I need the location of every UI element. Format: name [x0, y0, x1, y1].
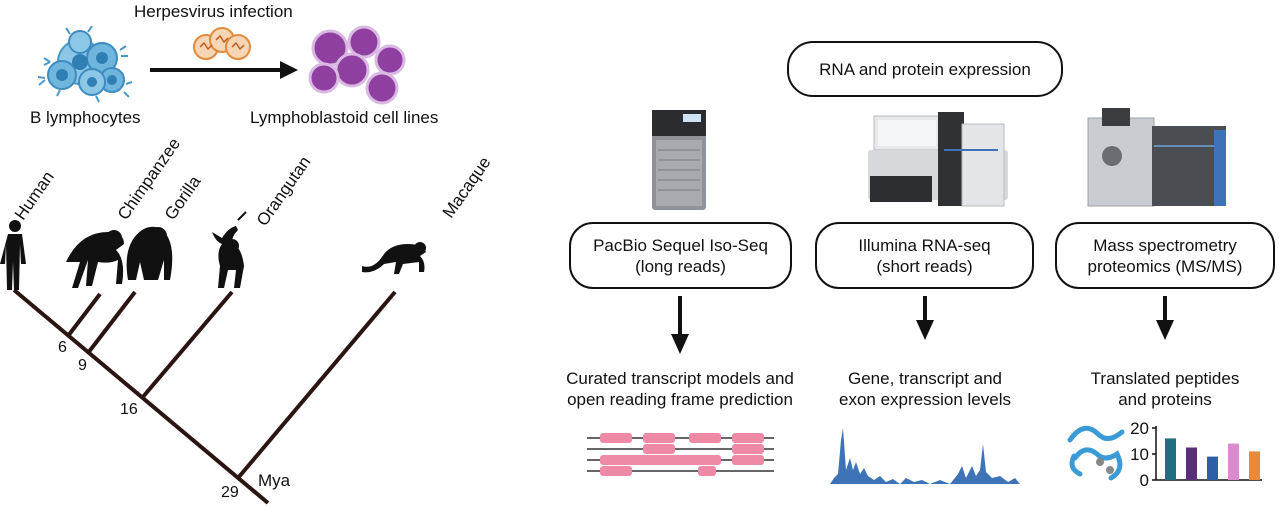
method-rnaseq-line2: (short reads)	[876, 256, 973, 276]
protein-structure-icon	[1067, 425, 1125, 481]
method-msms-line2: proteomics (MS/MS)	[1087, 256, 1243, 276]
phylogenetic-tree	[12, 288, 397, 505]
bar-4	[1228, 443, 1239, 480]
method-box-rnaseq: Illumina RNA-seq (short reads)	[815, 222, 1034, 289]
lymphoblastoid-cells-icon	[308, 25, 406, 105]
output-msms: Translated peptides and proteins	[1060, 368, 1270, 410]
y-tick-label-10: 10	[1130, 445, 1149, 464]
lymphoblastoid-label: Lymphoblastoid cell lines	[250, 108, 439, 127]
node-age-29: 29	[221, 484, 239, 501]
node-age-9: 9	[78, 357, 87, 374]
bar-1	[1165, 438, 1176, 480]
b-lymphocytes-label: B lymphocytes	[30, 108, 141, 127]
rna-protein-header: RNA and protein expression	[787, 41, 1063, 97]
node-age-6: 6	[58, 339, 67, 356]
bar-5	[1249, 451, 1260, 480]
mass-spectrometer-icon	[1087, 108, 1226, 207]
rna-protein-header-text: RNA and protein expression	[819, 59, 1031, 79]
infection-arrow	[150, 61, 298, 79]
down-arrow-isoseq	[671, 296, 689, 354]
illumina-sequencer-icon	[868, 112, 1008, 207]
output-rnaseq: Gene, transcript and exon expression lev…	[815, 368, 1035, 410]
output-msms-line1: Translated peptides	[1090, 369, 1240, 388]
expression-coverage-icon	[830, 428, 1020, 484]
down-arrow-msms	[1156, 296, 1174, 340]
node-age-16: 16	[120, 401, 138, 418]
branch-gorilla	[86, 290, 137, 355]
method-isoseq-line2: (long reads)	[635, 256, 726, 276]
down-arrow-rnaseq	[916, 296, 934, 340]
branch-orangutan	[140, 290, 234, 400]
method-msms-line1: Mass spectrometry	[1093, 235, 1237, 255]
human-icon	[0, 220, 26, 290]
method-isoseq-line1: PacBio Sequel Iso-Seq	[593, 235, 768, 255]
output-rnaseq-line2: exon expression levels	[839, 390, 1011, 409]
chimpanzee-icon	[66, 230, 124, 288]
bar-3	[1207, 456, 1218, 480]
infection-label: Herpesvirus infection	[134, 2, 293, 21]
method-box-isoseq: PacBio Sequel Iso-Seq (long reads)	[569, 222, 792, 289]
output-msms-line2: and proteins	[1118, 390, 1212, 409]
output-rnaseq-line1: Gene, transcript and	[847, 369, 1003, 388]
pacbio-sequel-icon	[652, 110, 706, 210]
macaque-icon	[362, 242, 426, 274]
method-rnaseq-line1: Illumina RNA-seq	[858, 235, 991, 255]
output-isoseq-line1: Curated transcript models and	[566, 369, 794, 388]
branch-chimpanzee	[66, 292, 102, 338]
method-box-msms: Mass spectrometry proteomics (MS/MS)	[1055, 222, 1275, 289]
branch-macaque	[236, 290, 397, 480]
y-tick-label-0: 0	[1140, 471, 1149, 490]
peptide-bar-chart: 0 10 20	[1130, 419, 1262, 490]
age-unit-label: Mya	[258, 471, 291, 490]
transcript-models-icon	[587, 433, 774, 476]
orangutan-icon	[212, 211, 247, 288]
y-tick-label-20: 20	[1130, 419, 1149, 438]
bar-2	[1186, 447, 1197, 480]
herpesvirus-icon	[193, 27, 251, 60]
gorilla-icon	[126, 226, 173, 280]
b-lymphocytes-icon	[37, 25, 133, 103]
output-isoseq: Curated transcript models and open readi…	[550, 368, 810, 410]
output-isoseq-line2: open reading frame prediction	[567, 390, 793, 409]
